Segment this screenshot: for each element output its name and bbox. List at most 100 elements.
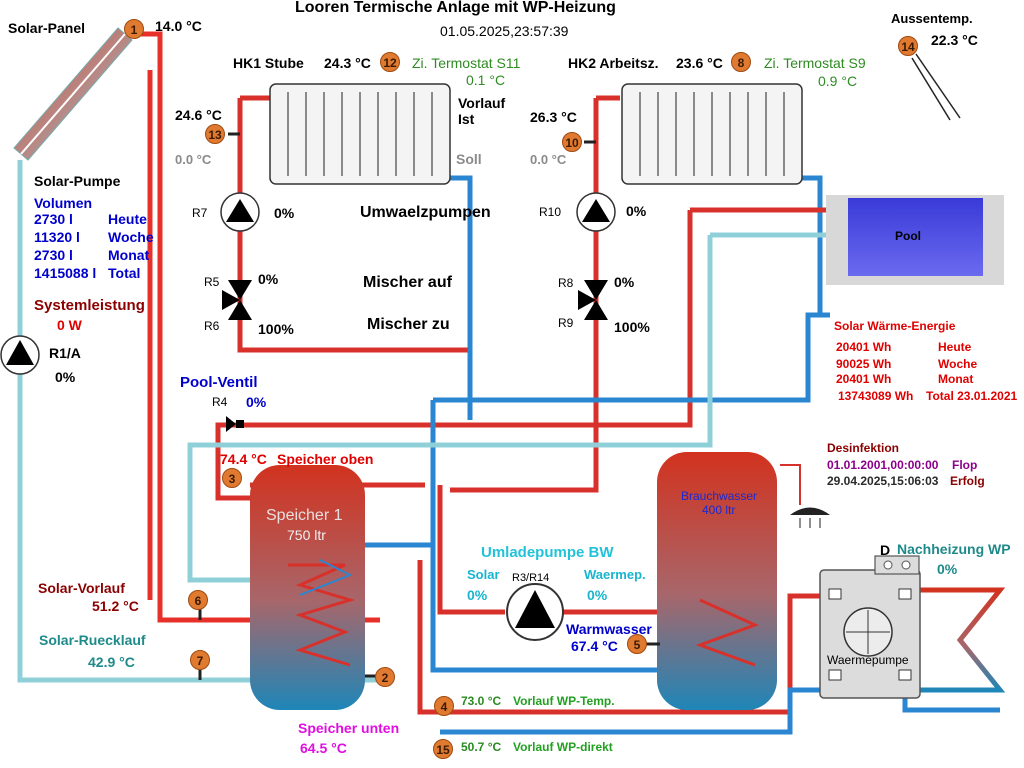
pool-basin (826, 195, 1004, 285)
sensor-badge-7: 7 (190, 650, 210, 670)
solar-energy-heute-label: Heute (938, 340, 972, 354)
umladepumpe-wp-label: Waermep. (584, 567, 646, 582)
solar-pump-label: Solar-Pumpe (34, 173, 121, 189)
volumen-woche-value: 11320 l (34, 229, 80, 245)
aussentemp-label: Aussentemp. (891, 11, 973, 26)
sensor-badge-6: 6 (188, 590, 208, 610)
nachheizung-pct: 0% (937, 561, 958, 577)
volumen-total-label: Total (108, 265, 141, 281)
umwaelzpumpen-label: Umwaelzpumpen (360, 204, 491, 221)
sensor-badge-12: 12 (380, 52, 400, 72)
hk2-pump-pct: 0% (626, 203, 647, 219)
brauchwasser-name: Brauchwasser (681, 489, 758, 503)
solar-panel-temp: 14.0 °C (155, 18, 202, 34)
vorlauf-wp-direkt-label: Vorlauf WP-direkt (513, 740, 613, 754)
waermepumpe-label: Waermepumpe (827, 653, 909, 667)
hk2-mixer-close-label: R9 (558, 316, 574, 330)
hk1-label: HK1 Stube (233, 55, 304, 71)
hk2-label: HK2 Arbeitsz. (568, 55, 659, 71)
hk1-soll-temp: 0.0 °C (175, 152, 212, 167)
solar-energy-woche-label: Woche (938, 357, 978, 371)
mixer-valve-hk1[interactable] (222, 280, 252, 320)
timestamp: 01.05.2025,23:57:39 (440, 23, 569, 39)
speicher1-name: Speicher 1 (266, 507, 343, 524)
solar-vorlauf-label: Solar-Vorlauf (38, 580, 125, 596)
sensor-badge-3: 3 (222, 468, 242, 488)
mischer-zu-label: Mischer zu (367, 316, 450, 333)
volumen-monat-label: Monat (108, 247, 150, 263)
brauchwasser-volume: 400 ltr (702, 503, 736, 517)
solar-ruecklauf-label: Solar-Ruecklauf (39, 632, 146, 648)
hk2-thermostat-value: 0.9 °C (818, 73, 858, 89)
mixer-valve-hk2[interactable] (578, 280, 608, 320)
speicher1-tank (250, 465, 365, 710)
speicher-oben-label: Speicher oben (277, 451, 374, 467)
sensor-badge-8: 8 (731, 52, 751, 72)
warmwasser-label: Warmwasser (566, 621, 652, 637)
hk1-mixer-close-pct: 100% (258, 321, 294, 337)
solar-pump-relay: R1/A (49, 345, 81, 361)
sensor-badge-15: 15 (433, 739, 453, 759)
umladepumpe-symbol[interactable] (506, 583, 564, 641)
hk1-pump-pct: 0% (274, 205, 295, 221)
hk1-mixer-open-pct: 0% (258, 271, 279, 287)
solar-energy-monat-label: Monat (938, 372, 974, 386)
nachheizung-label: Nachheizung WP (897, 541, 1011, 557)
volumen-heute-label: Heute (108, 211, 147, 227)
brauchwasser-tank (657, 452, 777, 710)
solar-pump-symbol[interactable] (0, 335, 40, 375)
sensor-badge-4: 4 (434, 696, 454, 716)
solar-energy-heute-value: 20401 Wh (836, 340, 892, 354)
mischer-auf-label: Mischer auf (363, 274, 452, 291)
sensor-badge-5: 5 (627, 634, 647, 654)
hk2-vorlauf-temp: 26.3 °C (530, 109, 577, 125)
solar-energy-label: Solar Wärme-Energie (834, 319, 956, 333)
desinfektion-row2-date: 29.04.2025,15:06:03 (827, 474, 939, 488)
vorlauf-wp-direkt-value: 50.7 °C (461, 740, 502, 754)
hk2-mixer-close-pct: 100% (614, 319, 650, 335)
sensor-badge-14: 14 (898, 36, 918, 56)
volumen-label: Volumen (34, 195, 93, 211)
pool-valve-pct: 0% (246, 394, 267, 410)
umladepumpe-label: Umladepumpe BW (481, 544, 614, 561)
pump-r10-symbol[interactable] (576, 192, 616, 232)
umladepumpe-solar-label: Solar (467, 567, 500, 582)
solar-energy-total-value: 13743089 Wh (838, 389, 914, 403)
hk1-mixer-open-label: R5 (204, 275, 220, 289)
solar-ruecklauf-temp: 42.9 °C (88, 654, 135, 670)
solar-vorlauf-temp: 51.2 °C (92, 598, 139, 614)
umladepumpe-relay: R3/R14 (512, 572, 550, 584)
systemleistung-label: Systemleistung (34, 297, 145, 314)
pool-label: Pool (895, 229, 921, 243)
pool-valve-symbol[interactable] (226, 416, 244, 432)
systemleistung-value: 0 W (57, 317, 82, 333)
radiator-hk2 (621, 83, 803, 185)
sensor-badge-13: 13 (205, 124, 225, 144)
hk1-thermostat-label: Zi. Termostat S11 (412, 55, 521, 71)
speicher-oben-temp: 74.4 °C (220, 451, 267, 467)
pool-valve-relay: R4 (212, 395, 228, 409)
desinfektion-row2-status: Erfolg (950, 474, 985, 488)
hk2-room-temp: 23.6 °C (676, 55, 723, 71)
pump-r7-symbol[interactable] (220, 192, 260, 232)
volumen-heute-value: 2730 l (34, 211, 73, 227)
umladepumpe-solar-pct: 0% (467, 587, 488, 603)
solar-energy-monat-value: 20401 Wh (836, 372, 892, 386)
sensor-badge-1: 1 (124, 19, 144, 39)
desinfektion-label: Desinfektion (827, 441, 900, 455)
outdoor-sensor (911, 53, 961, 121)
page-title: Looren Termische Anlage mit WP-Heizung (295, 0, 616, 16)
hk1-pipes (237, 95, 473, 420)
hk1-vorlauf-temp: 24.6 °C (175, 107, 222, 123)
solar-panel (13, 27, 133, 161)
vorlauf-ist-label: Vorlauf Ist (458, 95, 506, 127)
solar-pump-pct: 0% (55, 369, 76, 385)
shower-head (790, 507, 830, 528)
solar-panel-label: Solar-Panel (8, 20, 86, 36)
volumen-woche-label: Woche (108, 229, 154, 245)
soll-label: Soll (456, 151, 482, 167)
umladepumpe-wp-pct: 0% (587, 587, 608, 603)
desinfektion-row1-status: Flop (952, 458, 978, 472)
aussentemp-value: 22.3 °C (931, 32, 978, 48)
hk2-soll-temp: 0.0 °C (530, 152, 567, 167)
